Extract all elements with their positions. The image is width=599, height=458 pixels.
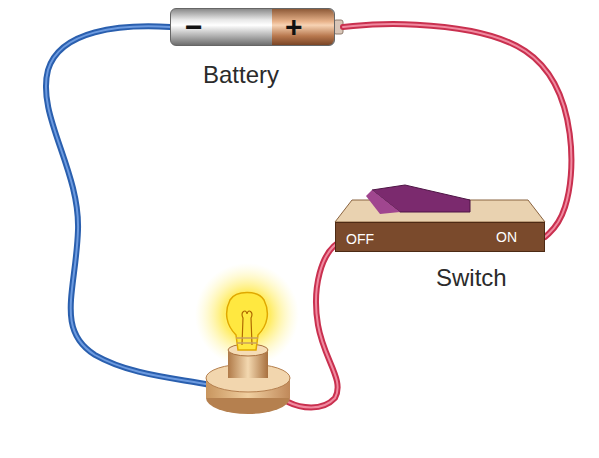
red-wire — [343, 24, 571, 237]
blue-wire — [46, 26, 210, 385]
bulb-filament — [242, 311, 252, 345]
battery-copper-band — [272, 9, 334, 45]
switch-state-label: ON — [496, 230, 517, 244]
component-label: Battery — [203, 63, 279, 87]
battery-box: −+Battery — [170, 8, 335, 46]
switch-rocker-side — [366, 190, 400, 214]
polarity-sign: + — [285, 12, 303, 42]
component-label: Switch — [436, 266, 507, 290]
wire-path — [343, 24, 571, 237]
polarity-sign: − — [185, 12, 203, 42]
switch-box: OFFONSwitch — [335, 222, 545, 252]
wire-shine — [343, 24, 571, 237]
switch-state-label: OFF — [346, 232, 374, 246]
bulb-glass — [227, 293, 268, 351]
bulb-glow — [195, 263, 299, 367]
blue-wire-shine — [46, 26, 210, 385]
bulb-screw — [236, 338, 258, 343]
